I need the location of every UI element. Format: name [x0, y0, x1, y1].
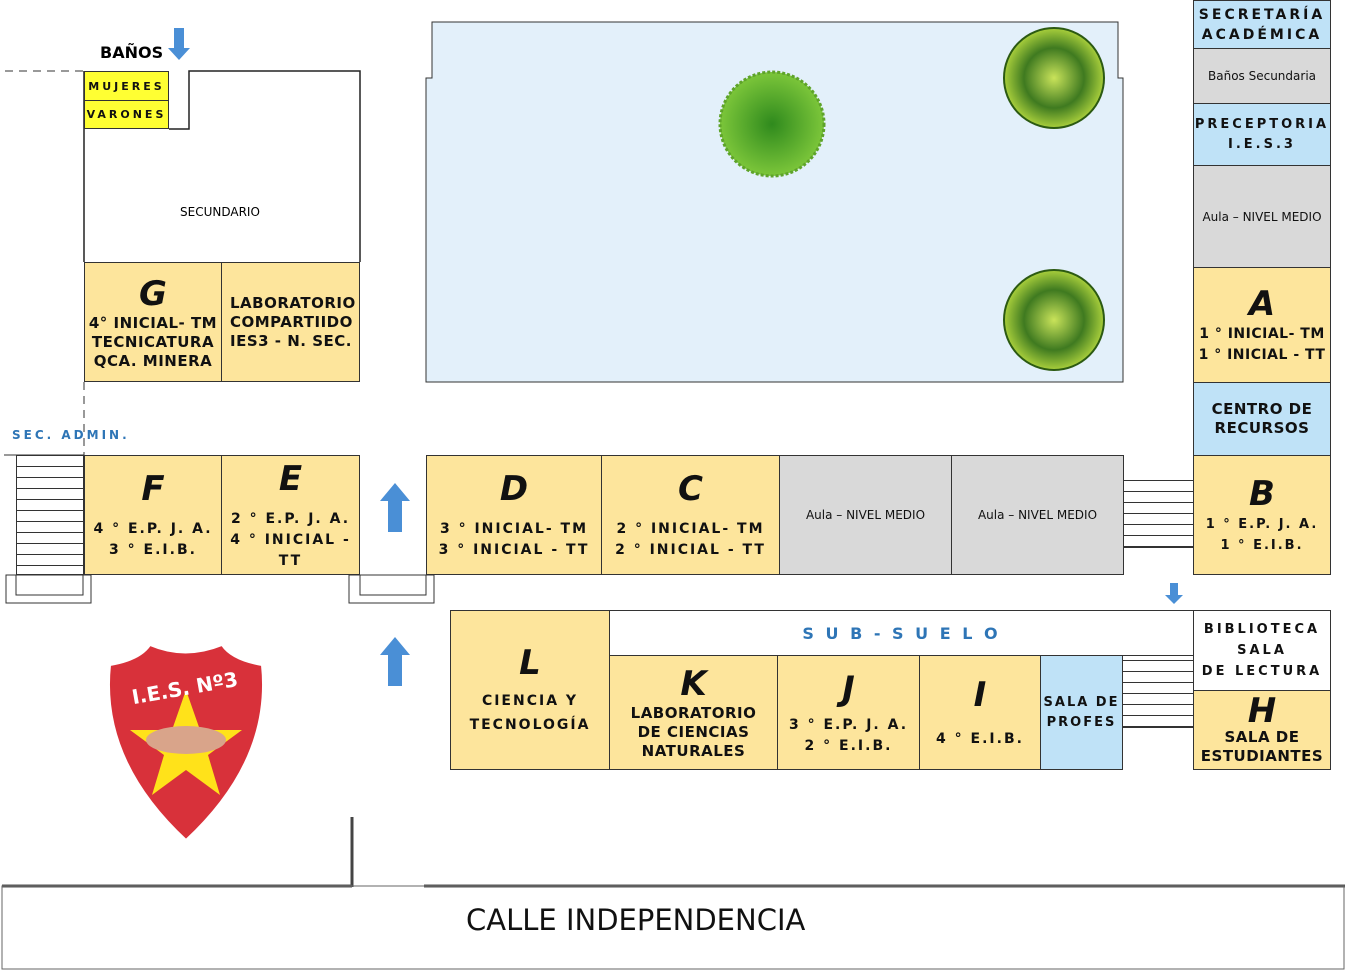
school-logo: I.E.S. Nº3 — [108, 643, 264, 842]
banos-title: BAÑOS — [100, 43, 164, 62]
room-laboratorio-compartido: LABORATORIO COMPARTIIDO IES3 - N. SEC. — [221, 262, 360, 382]
stairs — [1123, 480, 1194, 548]
street — [1, 885, 1345, 970]
room-sala-de-profes: SALA DE PROFES — [1040, 655, 1123, 770]
room-secretaria-academica: SECRETARÍA ACADÉMICA — [1193, 0, 1331, 49]
room-centro-de-recursos: CENTRO DE RECURSOS — [1193, 382, 1331, 456]
room-varones: VARONES — [84, 100, 169, 129]
room-aula-nivel-medio: Aula – NIVEL MEDIO — [951, 455, 1124, 575]
tree-icon — [1003, 27, 1105, 129]
arrow-up-icon — [380, 637, 410, 686]
room-aula-nivel-medio: Aula – NIVEL MEDIO — [779, 455, 952, 575]
room-biblioteca: BIBLIOTECA SALA DE LECTURA — [1193, 610, 1331, 691]
stairs — [16, 455, 84, 575]
room-mujeres: MUJERES — [84, 71, 169, 101]
label-sec-admin: SEC. ADMIN. — [12, 428, 130, 442]
tree-icon — [718, 70, 826, 178]
room-g: G 4° INICIAL- TM TECNICATURA QCA. MINERA — [84, 262, 222, 382]
room-preceptoria: PRECEPTORIA I.E.S.3 — [1193, 103, 1331, 166]
label-secundario: SECUNDARIO — [180, 205, 260, 219]
entrance-step — [348, 574, 435, 604]
subsuelo-header: S U B - S U E L O — [609, 610, 1194, 656]
courtyard — [425, 21, 1124, 383]
arrow-down-icon — [168, 28, 190, 60]
room-aula-nivel-medio: Aula – NIVEL MEDIO — [1193, 165, 1331, 268]
entrance-step — [5, 574, 92, 604]
room-banos-secundaria: Baños Secundaria — [1193, 48, 1331, 104]
stairs — [1122, 660, 1194, 728]
secundario-outline — [169, 70, 361, 262]
tree-icon — [1003, 269, 1105, 371]
arrow-up-icon — [380, 483, 410, 532]
arrow-down-icon — [1165, 583, 1183, 604]
street-name: CALLE INDEPENDENCIA — [466, 903, 806, 937]
